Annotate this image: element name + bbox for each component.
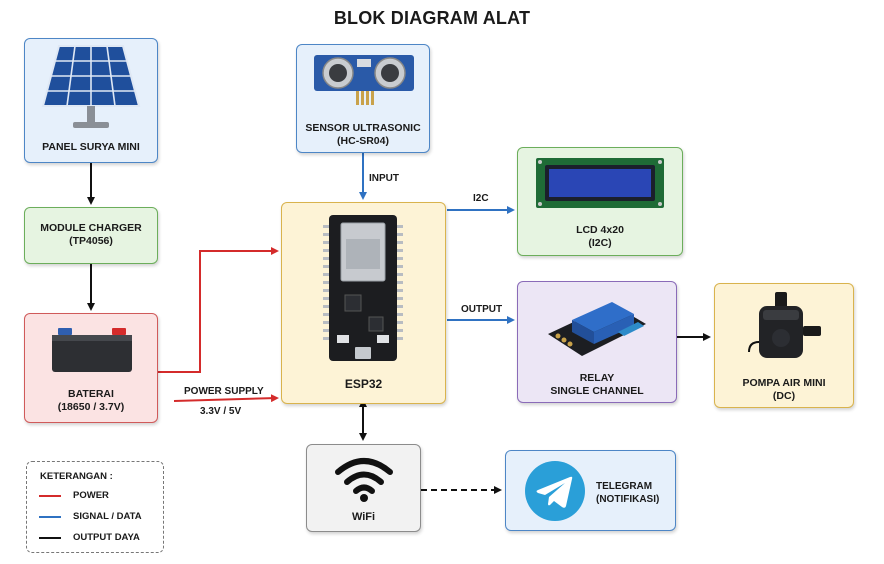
esp32-board-icon: [323, 215, 403, 361]
legend-swatch-output: [39, 537, 61, 539]
relay-box: RELAY SINGLE CHANNEL: [517, 281, 677, 403]
lcd-display-icon: [536, 158, 664, 208]
lcd-box: LCD 4x20 (I2C): [517, 147, 683, 256]
legend-label-output: OUTPUT DAYA: [73, 532, 140, 543]
edge-label-i2c: I2C: [473, 193, 489, 204]
edge-label-output: OUTPUT: [461, 304, 503, 315]
telegram-label: TELEGRAM (NOTIFIKASI): [596, 481, 660, 505]
legend-swatch-power: [39, 495, 61, 497]
power-line-upper: [158, 247, 279, 373]
telegram-icon: [525, 461, 585, 521]
wifi-box: WiFi: [306, 444, 421, 532]
water-pump-icon: [748, 292, 821, 358]
diagram-title: BLOK DIAGRAM ALAT: [333, 8, 531, 28]
sensor-box: SENSOR ULTRASONIC (HC-SR04): [296, 44, 430, 153]
wifi-label: WiFi: [351, 511, 376, 523]
legend-label-signal: SIGNAL / DATA: [73, 511, 142, 522]
pump-box: POMPA AIR MINI (DC): [714, 283, 854, 408]
power-line-lower: [173, 394, 279, 403]
legend-title: KETERANGAN :: [40, 471, 113, 482]
sensor-label: SENSOR ULTRASONIC (HC-SR04): [305, 122, 421, 147]
telegram-box: TELEGRAM (NOTIFIKASI): [505, 450, 676, 531]
solar-panel-label: PANEL SURYA MINI: [42, 141, 140, 153]
edge-label-input: INPUT: [369, 173, 399, 184]
solar-panel-box: PANEL SURYA MINI: [24, 38, 158, 163]
esp32-box: ESP32: [281, 202, 446, 404]
legend-item-power: POWER: [39, 489, 159, 503]
pump-label: POMPA AIR MINI (DC): [742, 377, 826, 402]
legend-label-power: POWER: [73, 490, 109, 501]
battery-label: BATERAI (18650 / 3.7V): [57, 388, 125, 413]
edge-label-voltage: 3.3V / 5V: [200, 406, 242, 417]
legend-swatch-signal: [39, 516, 61, 518]
esp32-label: ESP32: [344, 377, 383, 391]
ultrasonic-sensor-icon: [314, 55, 414, 105]
legend-item-output: OUTPUT DAYA: [39, 531, 159, 545]
edge-label-power-supply: POWER SUPPLY: [184, 386, 264, 397]
module-charger-label: MODULE CHARGER (TP4056): [40, 222, 142, 247]
battery-icon: [52, 328, 132, 372]
solar-panel-icon: [41, 45, 141, 128]
legend: KETERANGAN : POWER SIGNAL / DATA OUTPUT …: [26, 461, 164, 553]
lcd-label: LCD 4x20 (I2C): [576, 224, 624, 249]
relay-label: RELAY SINGLE CHANNEL: [550, 372, 644, 397]
wifi-icon: [335, 458, 393, 502]
module-charger-box: MODULE CHARGER (TP4056): [24, 207, 158, 264]
legend-item-signal: SIGNAL / DATA: [39, 510, 159, 524]
battery-box: BATERAI (18650 / 3.7V): [24, 313, 158, 423]
relay-module-icon: [548, 302, 646, 356]
